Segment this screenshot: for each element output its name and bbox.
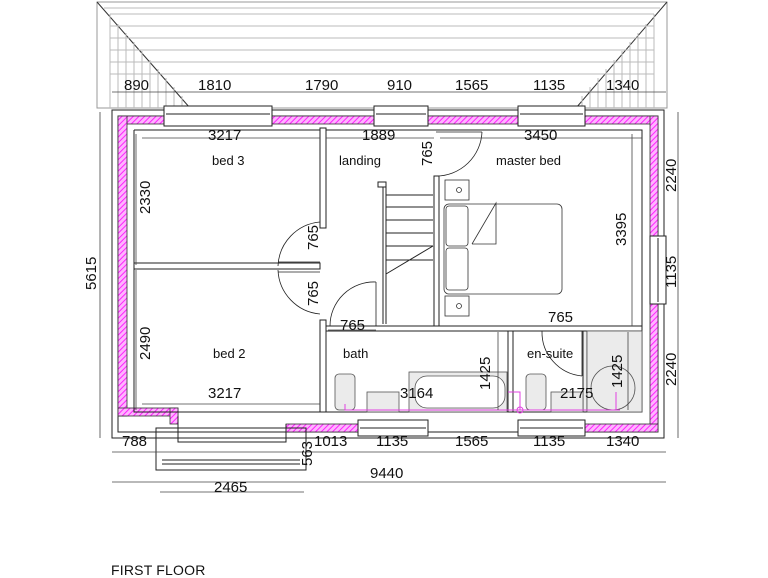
svg-text:890: 890: [124, 77, 149, 94]
svg-text:bed 2: bed 2: [213, 346, 246, 361]
svg-text:1565: 1565: [455, 433, 488, 450]
bathroom-fixtures: [334, 330, 643, 413]
svg-text:9440: 9440: [370, 465, 403, 482]
svg-text:1425: 1425: [477, 357, 494, 390]
roof-outline: [96, 1, 668, 109]
svg-text:1565: 1565: [455, 77, 488, 94]
svg-text:2175: 2175: [560, 385, 593, 402]
doors: [277, 131, 583, 377]
svg-text:2240: 2240: [663, 159, 680, 192]
svg-text:1340: 1340: [606, 433, 639, 450]
svg-text:3217: 3217: [208, 385, 241, 402]
svg-text:2490: 2490: [137, 327, 154, 360]
windows: [163, 105, 667, 437]
svg-text:1013: 1013: [314, 433, 347, 450]
svg-text:1135: 1135: [533, 77, 565, 94]
svg-text:3395: 3395: [613, 213, 630, 246]
svg-text:1889: 1889: [362, 127, 395, 144]
svg-text:788: 788: [122, 433, 147, 450]
master-bed-furniture: [443, 179, 563, 317]
svg-text:2330: 2330: [137, 181, 154, 214]
svg-text:765: 765: [305, 281, 322, 306]
dimension-labels: 890 1810 1790 910 1565 1135 1340 3217 18…: [83, 77, 680, 496]
svg-text:bed 3: bed 3: [212, 153, 245, 168]
svg-text:1810: 1810: [198, 77, 231, 94]
svg-text:1135: 1135: [376, 433, 408, 450]
svg-text:563: 563: [299, 441, 316, 466]
svg-text:765: 765: [419, 141, 436, 166]
svg-text:1790: 1790: [305, 77, 338, 94]
drawing-title: FIRST FLOOR: [111, 562, 206, 578]
svg-text:2240: 2240: [663, 353, 680, 386]
dimension-lines: [99, 91, 679, 493]
svg-text:landing: landing: [339, 153, 381, 168]
staircase: [377, 181, 434, 324]
svg-text:1135: 1135: [663, 256, 680, 288]
svg-text:bath: bath: [343, 346, 368, 361]
svg-text:3450: 3450: [524, 127, 557, 144]
svg-text:master bed: master bed: [496, 153, 561, 168]
inner-walls: [133, 127, 643, 471]
svg-text:765: 765: [305, 225, 322, 250]
svg-text:2465: 2465: [214, 479, 247, 496]
svg-text:3164: 3164: [400, 385, 433, 402]
svg-text:765: 765: [548, 309, 573, 326]
svg-text:1135: 1135: [533, 433, 565, 450]
svg-text:5615: 5615: [83, 257, 100, 290]
svg-text:910: 910: [387, 77, 412, 94]
svg-text:en-suite: en-suite: [527, 346, 573, 361]
svg-text:1425: 1425: [609, 355, 626, 388]
room-labels: bed 3 landing master bed bed 2 bath en-s…: [212, 153, 573, 361]
svg-text:1340: 1340: [606, 77, 639, 94]
svg-text:3217: 3217: [208, 127, 241, 144]
svg-text:765: 765: [340, 317, 365, 334]
plumbing-lines: [344, 391, 620, 414]
